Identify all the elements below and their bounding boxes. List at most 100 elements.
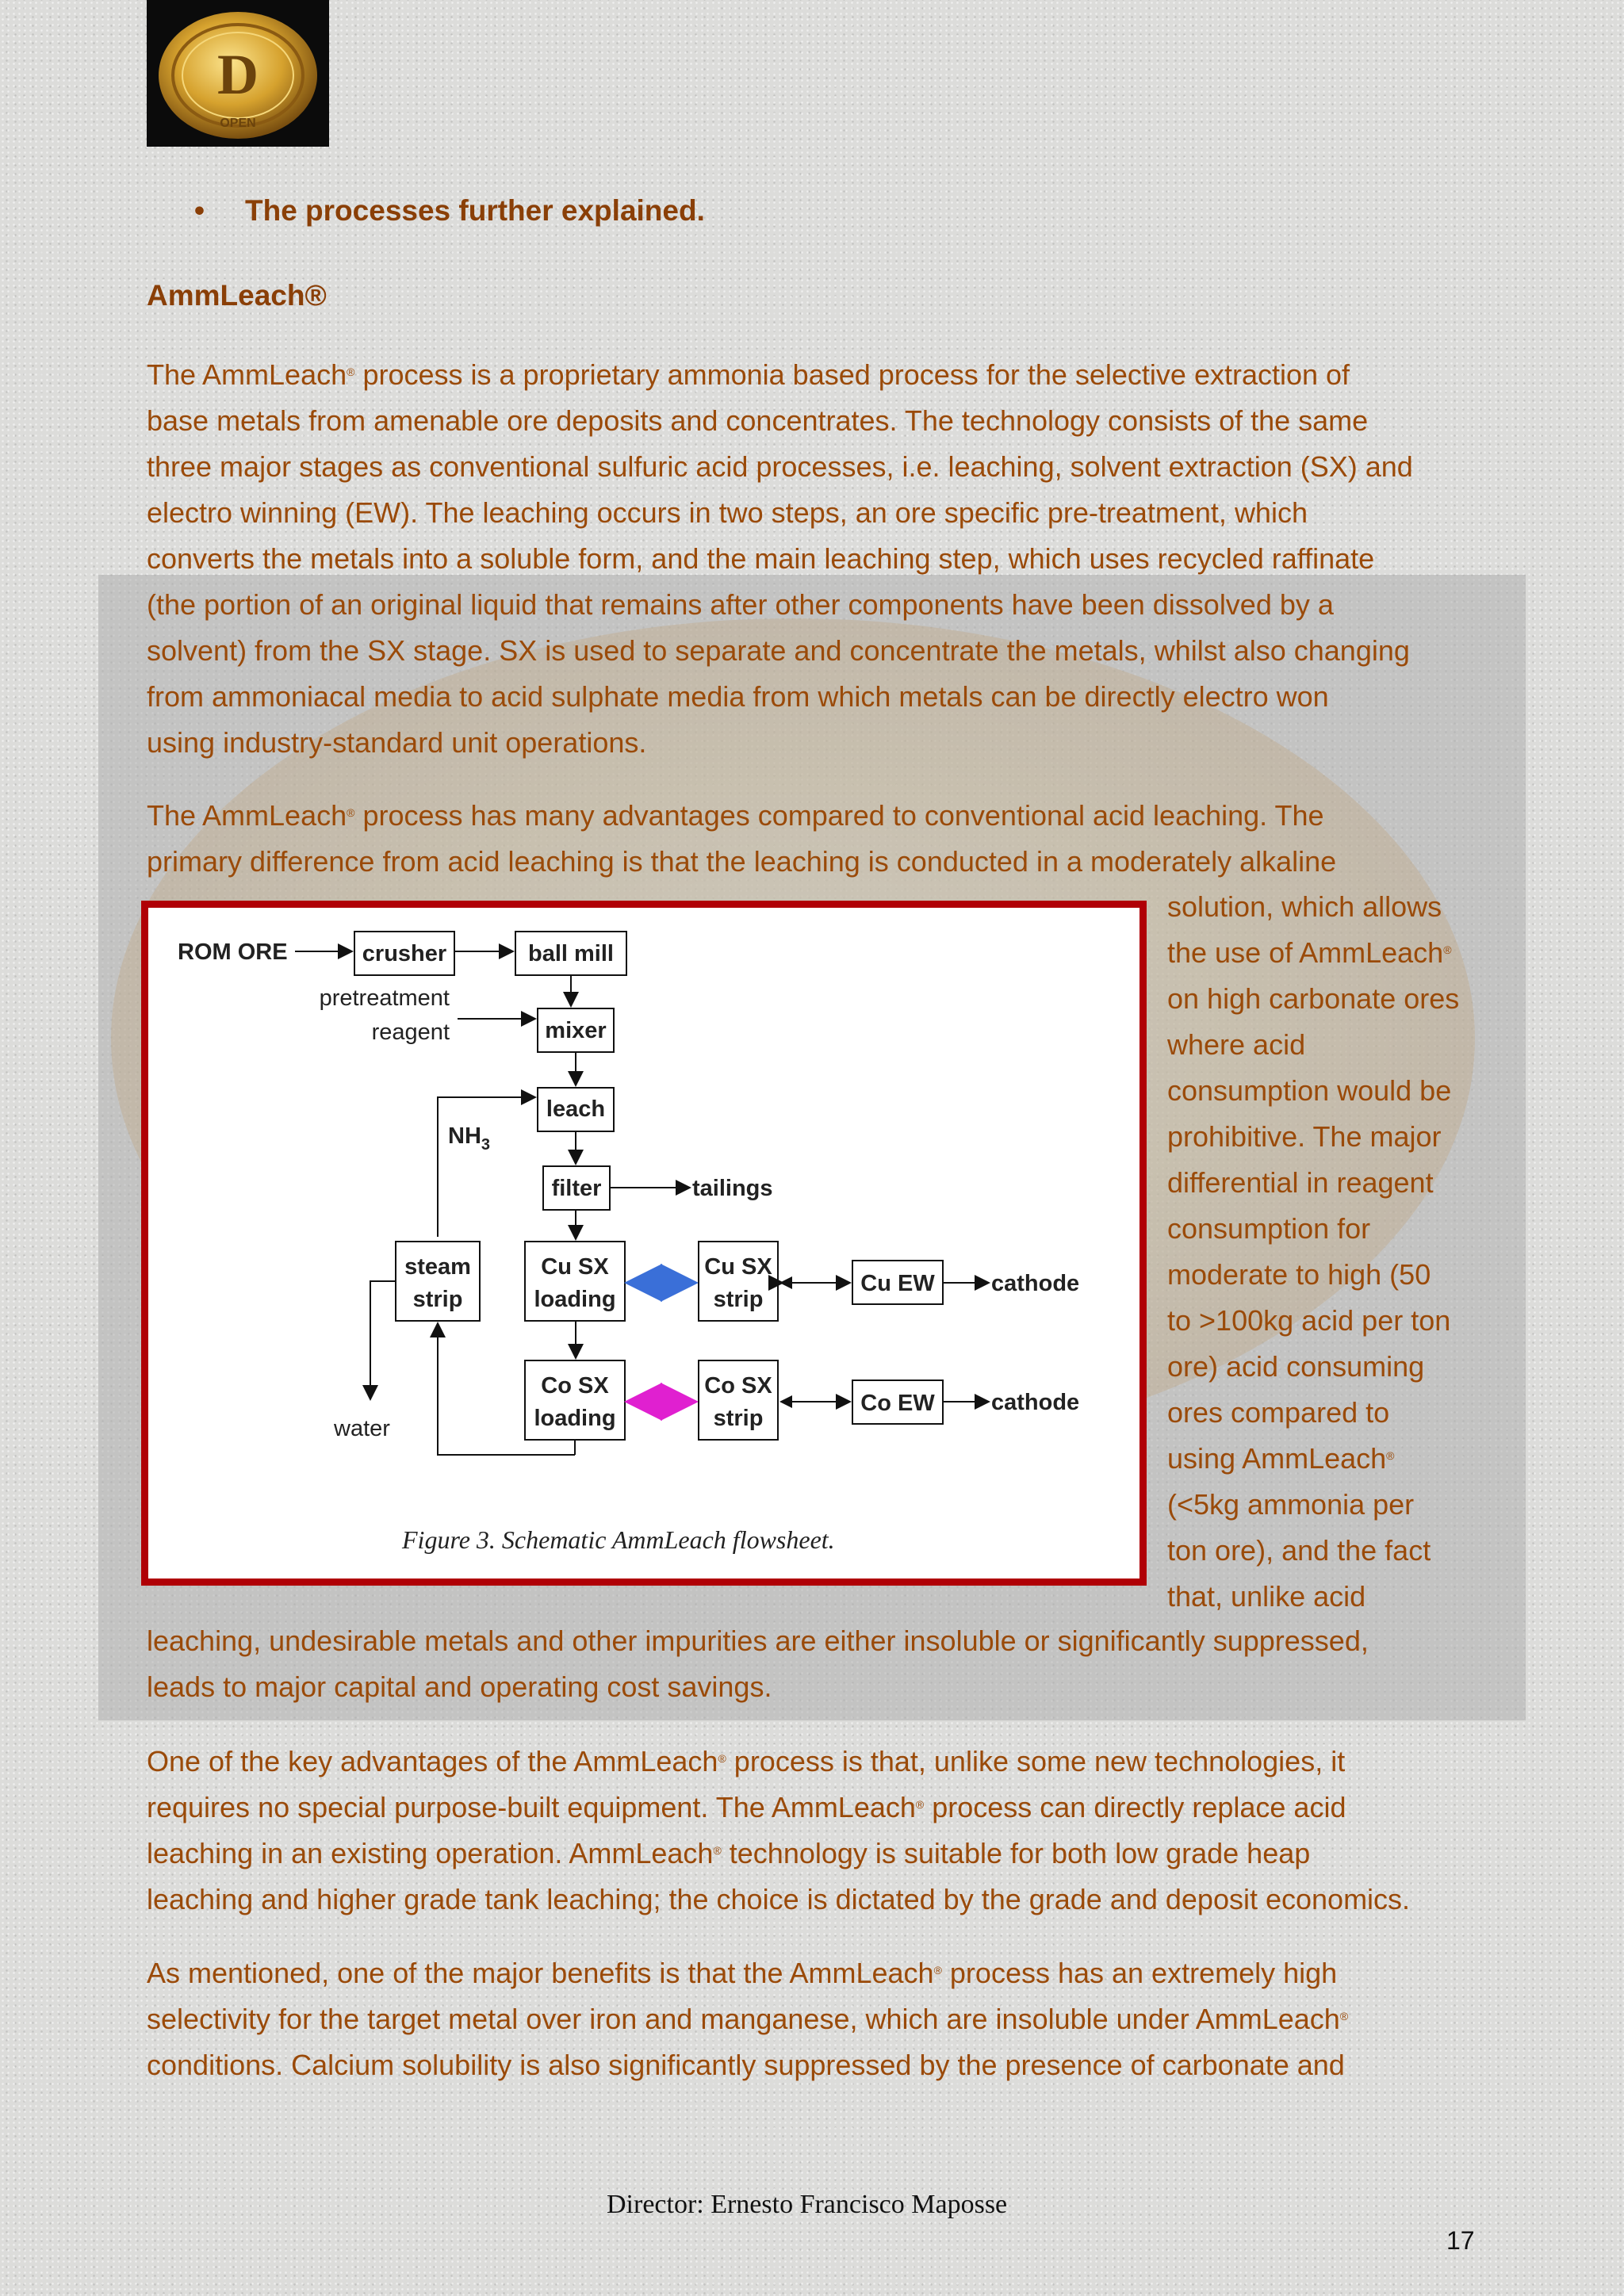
tailings-label: tailings: [692, 1176, 773, 1201]
text-line: (the portion of an original liquid that …: [147, 582, 1334, 628]
text-segment: primary difference from acid leaching is…: [147, 845, 1337, 878]
text-line: converts the metals into a soluble form,…: [147, 536, 1374, 582]
text-segment: that, unlike acid: [1167, 1580, 1366, 1613]
text-segment: leaching and higher grade tank leaching;…: [147, 1883, 1411, 1915]
text-line: conditions. Calcium solubility is also s…: [147, 2042, 1345, 2088]
coin-logo: D OPEN: [147, 0, 329, 147]
cu-sx-strip-label-1: Cu SX: [704, 1254, 772, 1280]
registered-mark: ®: [915, 1798, 925, 1811]
registered-mark: ®: [1386, 1449, 1395, 1462]
rom-ore-label: ROM ORE: [178, 939, 288, 965]
text-segment: process has an extremely high: [941, 1957, 1338, 1989]
registered-mark: ®: [347, 365, 355, 378]
text-line: ores compared to: [1167, 1390, 1389, 1436]
steam-strip-label-1: steam: [404, 1254, 471, 1280]
co-ew-label: Co EW: [860, 1391, 935, 1416]
cu-ew-label: Cu EW: [860, 1271, 935, 1296]
text-line: consumption would be: [1167, 1068, 1451, 1114]
logo-text: OPEN: [220, 117, 255, 130]
pretreatment-label: pretreatment: [320, 985, 450, 1011]
text-line: solution, which allows: [1167, 884, 1442, 930]
water-label: water: [333, 1416, 390, 1441]
text-segment: on high carbonate ores: [1167, 982, 1460, 1015]
text-segment: consumption for: [1167, 1212, 1371, 1245]
cu-ew-box: [852, 1260, 944, 1305]
text-segment: using AmmLeach: [1167, 1442, 1387, 1475]
text-segment: process can directly replace acid: [924, 1791, 1346, 1823]
text-line: ton ore), and the fact: [1167, 1528, 1431, 1574]
text-segment: electro winning (EW). The leaching occur…: [147, 496, 1308, 529]
text-segment: ore) acid consuming: [1167, 1350, 1425, 1383]
text-segment: ton ore), and the fact: [1167, 1534, 1431, 1567]
text-segment: the use of AmmLeach: [1167, 936, 1444, 969]
cu-sx-loading-label-1: Cu SX: [541, 1254, 609, 1280]
text-segment: differential in reagent: [1167, 1166, 1434, 1199]
text-line: prohibitive. The major: [1167, 1114, 1442, 1160]
flowsheet-diagram: ROM ORE crusher ball mill pretreatment r…: [178, 931, 1079, 1554]
text-segment: moderate to high (50: [1167, 1258, 1431, 1291]
text-line: that, unlike acid: [1167, 1574, 1365, 1620]
text-segment: technology is suitable for both low grad…: [721, 1837, 1311, 1869]
text-segment: process is that, unlike some new technol…: [726, 1745, 1346, 1777]
text-segment: conditions. Calcium solubility is also s…: [147, 2049, 1345, 2081]
cu-sx-strip-box: [698, 1241, 779, 1322]
text-segment: process is a proprietary ammonia based p…: [354, 358, 1350, 391]
text-line: As mentioned, one of the major benefits …: [147, 1950, 1337, 1996]
leach-box: [537, 1087, 615, 1132]
text-line: leads to major capital and operating cos…: [147, 1664, 772, 1710]
reagent-label: reagent: [372, 1020, 450, 1045]
text-segment: to >100kg acid per ton: [1167, 1304, 1451, 1337]
text-segment: (the portion of an original liquid that …: [147, 588, 1334, 621]
text-line: three major stages as conventional sulfu…: [147, 444, 1413, 490]
text-segment: leaching in an existing operation. AmmLe…: [147, 1837, 714, 1869]
ball-mill-label: ball mill: [528, 941, 614, 966]
text-segment: selectivity for the target metal over ir…: [147, 2003, 1340, 2035]
registered-mark: ®: [713, 1844, 722, 1857]
registered-mark: ®: [933, 1964, 942, 1976]
bullet-icon: •: [194, 194, 205, 227]
text-line: selectivity for the target metal over ir…: [147, 1996, 1348, 2042]
text-line: consumption for: [1167, 1206, 1370, 1252]
co-sx-strip-label-2: strip: [714, 1406, 764, 1431]
flowsheet-figure: ROM ORE crusher ball mill pretreatment r…: [141, 901, 1147, 1586]
bullet-heading-text: The processes further explained.: [245, 194, 705, 227]
text-segment: where acid: [1167, 1028, 1306, 1061]
steam-strip-box: [395, 1241, 481, 1322]
text-segment: The AmmLeach: [147, 799, 347, 832]
text-line: electro winning (EW). The leaching occur…: [147, 490, 1308, 536]
registered-mark: ®: [718, 1752, 726, 1765]
text-segment: prohibitive. The major: [1167, 1120, 1442, 1153]
text-line: The AmmLeach® process is a proprietary a…: [147, 352, 1350, 398]
registered-mark: ®: [1339, 2010, 1349, 2022]
crusher-box: [354, 931, 455, 976]
text-line: ore) acid consuming: [1167, 1344, 1424, 1390]
text-line: solvent) from the SX stage. SX is used t…: [147, 628, 1410, 674]
text-line: on high carbonate ores: [1167, 976, 1459, 1022]
text-line: (<5kg ammonia per: [1167, 1482, 1414, 1528]
section-title: AmmLeach®: [147, 279, 327, 312]
text-line: primary difference from acid leaching is…: [147, 839, 1336, 885]
text-line: leaching in an existing operation. AmmLe…: [147, 1831, 1310, 1877]
co-cathode-label: cathode: [991, 1390, 1079, 1415]
text-line: requires no special purpose-built equipm…: [147, 1785, 1346, 1831]
steam-strip-label-2: strip: [413, 1287, 463, 1312]
leach-label: leach: [546, 1096, 605, 1122]
text-line: differential in reagent: [1167, 1160, 1434, 1206]
text-line: from ammoniacal media to acid sulphate m…: [147, 674, 1329, 720]
text-line: leaching, undesirable metals and other i…: [147, 1618, 1369, 1664]
text-segment: leaching, undesirable metals and other i…: [147, 1624, 1369, 1657]
nh3-label: NH3: [448, 1123, 490, 1154]
mixer-label: mixer: [545, 1018, 606, 1043]
text-line: the use of AmmLeach®: [1167, 930, 1452, 976]
cu-cathode-label: cathode: [991, 1271, 1079, 1296]
text-segment: One of the key advantages of the AmmLeac…: [147, 1745, 718, 1777]
text-line: moderate to high (50: [1167, 1252, 1431, 1298]
text-segment: ores compared to: [1167, 1396, 1390, 1429]
text-segment: converts the metals into a soluble form,…: [147, 542, 1375, 575]
co-sx-strip-box: [698, 1360, 779, 1441]
co-sx-loading-label-1: Co SX: [541, 1373, 609, 1399]
registered-mark: ®: [347, 806, 355, 819]
text-line: where acid: [1167, 1022, 1305, 1068]
text-segment: from ammoniacal media to acid sulphate m…: [147, 680, 1329, 713]
cu-sx-loading-label-2: loading: [534, 1287, 615, 1312]
